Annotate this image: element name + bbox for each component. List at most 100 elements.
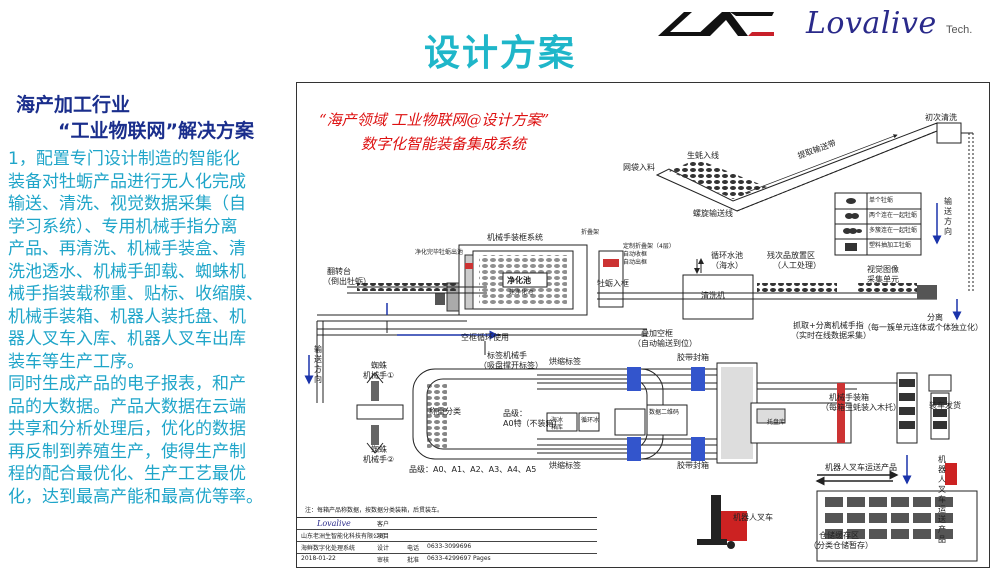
label-mesh-bag: 网袋入料 [623,163,655,172]
label-custom-stack: 定制折叠架（4层） [623,243,675,250]
label-conveyor-direction: 输送方向 [944,197,952,236]
label-auto-return: （自动输送到位） [633,339,697,348]
description-line: 共享和分析处理后，优化的数据 [8,419,246,439]
titleblock-tel1: 0633-3099696 [427,543,472,550]
label-loop-ice: 循环冰 [581,417,600,424]
label-robot-box-system: 机械手装框系统 [487,233,543,242]
label-data-qr: 数据二维码 [649,409,680,416]
label-sea-water: （海水） [711,261,743,270]
brand-header: Lovalive Tech. [656,4,996,44]
description-line: 输送、清洗、视觉数据采集（自 [8,194,246,214]
label-pour: （倒出牡蛎） [323,277,371,286]
label-auto-feed: 自动收框 [623,251,648,258]
packing-lines [412,367,717,461]
label-suck-label: （吸盘撑开标签） [479,361,543,370]
description-line: 机械手装箱、机器人装托盘、机 [8,306,246,327]
label-conveyor-direction-left: 输送方向 [314,345,322,384]
label-oyster-in-frame: 牡蛎入框 [597,279,629,288]
label-warehouse: 仓储缓存区 [819,531,859,540]
label-load-ship: 装车发货 [929,401,961,410]
label-spider-1b: 机械手① [363,371,395,380]
label-first-clean: 初次清洗 [925,113,957,122]
empty-frame-conveyor [304,283,647,403]
description-line: 械手指装载称重、贴标、收缩膜、 [8,284,263,304]
label-separate: 分离 [927,313,943,322]
process-diagram: “海产领域 工业物联网@设计方案” 数字化智能装备集成系统 网袋入料 生蚝入线 … [296,82,990,568]
label-stack-empty: 叠加空框 [641,329,673,338]
industry-heading: 海产加工行业 [16,94,131,116]
label-auto-out: 自动出框 [623,259,648,266]
label-grade-list: 品级：A0、A1、A2、A3、A4、A5 [409,465,537,474]
label-shrink-top: 烘缩标签 [549,357,581,366]
titleblock-phone: 电话 [407,545,420,552]
label-purify-out: 净化完毕牡蛎出池 [415,249,464,256]
description-line: 产品、再清洗、机械手装盒、清 [8,239,246,259]
spider-robots [356,372,404,454]
label-tray-store: 托盘库 [767,419,786,426]
label-loop-pool: 循环水池 [711,251,743,260]
label-forklift-transport: 机器人叉车运送产品 [825,463,897,472]
solution-heading: “工业物联网”解决方案 [58,120,254,142]
label-realtime: （实时在线数据采集） [791,331,871,340]
description-line: 化，达到最高产能和最高优等率。 [8,486,263,507]
label-empty-loop: 空框循环使用 [461,333,509,342]
description-line: 学习系统）、专用机械手指分离 [8,216,238,237]
label-purify-pool: 净化池 [507,276,531,285]
drawing-title-block: Lovalive 客户 山东老洲生智能化科技有限公司 项目 海鲜数字化处理系统 … [297,517,597,567]
label-reject-area: 残次品放置区 [767,251,815,260]
legend-cluster: 多簇连在一起牡蛎 [869,227,918,234]
description-body: 1，配置专门设计制造的智能化 装备对牡蛎产品进行无人化完成 输送、清洗、视觉数据… [8,148,290,508]
titleblock-check: 审核 [377,557,390,564]
label-pack-desc: （每箱生蚝装入木托） [821,403,901,412]
label-spider-2b: 机械手② [363,455,395,464]
titleblock-tel2: 0633-4299697 [427,555,472,562]
label-tape-box-top: 胶带封箱 [677,353,709,362]
label-robot-pack: 机械手装箱 [829,393,869,402]
label-forklift-transport-2: 机器人叉车运送产品 [938,455,946,544]
description-line: 洗池透水、机械手卸载、蜘蛛机 [8,261,246,282]
label-capture: 采集单元 [867,275,899,284]
incline-conveyor [655,122,974,293]
description-panel: 海产加工行业 “工业物联网”解决方案 1，配置专门设计制造的智能化 装备对牡蛎产… [8,92,290,508]
label-spiral-conveyor: 螺旋输送线 [693,209,733,218]
shape-legend [834,192,922,256]
process-flow-drawing [304,122,978,562]
titleblock-designer: 设计 [377,545,390,552]
label-shrink-bottom: 烘缩标签 [549,461,581,470]
label-separate-desc: （每一簇单元连体或个体独立化） [863,323,983,332]
description-line: 装备对牡蛎产品进行无人化完成 [8,171,246,192]
titleblock-system: 海鲜数字化处理系统 [301,545,356,552]
label-spider-1: 蜘蛛 [371,361,387,370]
label-robot-forklift: 机器人叉车 [733,513,773,522]
label-box-store: 箱库 [551,424,564,431]
legend-plastic: 塑料抽加工牡蛎 [869,242,912,249]
label-fold-frame: 折叠架 [581,229,600,236]
cleaning-line [597,258,962,321]
label-note: 注：每箱产品称数据，按数据分类装箱，后贯装车。 [305,507,444,514]
la-logo-icon [658,12,774,36]
titleblock-company: 山东老洲生智能化科技有限公司 [301,533,386,540]
diagram-title: “海产领域 工业物联网@设计方案” [319,111,550,129]
description-line: 装车等生产工序。 [8,351,144,372]
boxing-area [716,362,918,486]
label-oyster-in: 生蚝入线 [687,151,719,160]
titleblock-customer: 客户 [377,521,390,528]
robot-forklift-icon [697,495,747,549]
label-grade: 品级： [503,409,527,418]
legend-single: 单个牡蛎 [869,197,894,204]
brand-suffix: Tech. [946,24,973,36]
label-tape-box-bottom: 胶带封箱 [677,461,709,470]
titleblock-page: Pages [473,555,491,562]
label-wash-machine: 清洗机 [701,291,725,300]
legend-double: 两个连在一起牡蛎 [869,212,918,219]
label-weigh: 称重分类 [429,407,461,416]
label-spider-2: 蜘蛛 [371,445,387,454]
description-line: 程的配合最优化、生产工艺最优 [8,464,246,484]
page-title: 设计方案 [423,33,576,74]
diagram-subtitle: 数字化智能装备集成系统 [361,135,527,153]
label-flip-table: 翻转台 [327,267,351,276]
warehouse-grid [816,490,978,562]
description-line: 器人叉车入库、机器人叉车出库 [8,329,246,349]
truck-icon [928,374,957,485]
titleblock-date: 2018-01-22 [301,555,336,562]
